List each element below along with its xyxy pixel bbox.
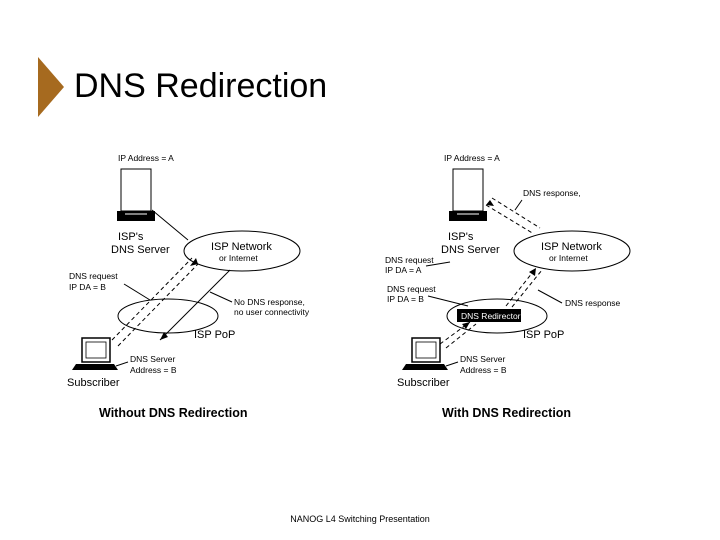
right-isp-network-ellipse	[513, 230, 631, 272]
right-response-arrowhead	[486, 200, 494, 206]
left-isp-network-ellipse	[183, 230, 301, 272]
left-dns-server-address-line1: DNS Server	[130, 354, 176, 364]
left-no-response-line2: no user connectivity	[234, 307, 310, 317]
right-dns-redirector-box	[457, 309, 521, 322]
right-dns-request-b-line2: IP DA = B	[387, 294, 424, 304]
right-address-leader	[445, 361, 459, 367]
right-ip-address-label: IP Address = A	[444, 153, 500, 163]
left-isp-pop-ellipse	[117, 298, 219, 334]
right-dns-server-address-line2: Address = B	[460, 365, 507, 375]
left-dns-request-line2: IP DA = B	[69, 282, 106, 292]
right-redirect-arrow-2	[511, 269, 543, 308]
right-panel-with-redirection: IP Address = A DNS response, ISP's DNS S…	[385, 153, 631, 420]
left-noresponse-leader	[209, 291, 233, 303]
right-request-a-leader	[425, 261, 451, 267]
right-dns-server-icon	[449, 168, 487, 221]
left-no-response-line1: No DNS response,	[234, 297, 305, 307]
left-pop-label: ISP PoP	[194, 329, 235, 341]
left-subscriber-label: Subscriber	[67, 377, 120, 389]
right-redirect-arrow-1	[505, 267, 537, 307]
right-redirect-arrowhead	[529, 268, 536, 276]
left-ip-address-label: IP Address = A	[118, 153, 174, 163]
left-caption: Without DNS Redirection	[99, 406, 248, 420]
left-server-network-link	[151, 209, 189, 241]
right-subscriber-computer-icon	[402, 337, 448, 370]
right-subscriber-arrowhead	[462, 322, 470, 329]
right-dns-request-b-line1: DNS request	[387, 284, 436, 294]
left-subscriber-computer-icon	[72, 337, 118, 370]
right-dns-response-top: DNS response,	[523, 188, 581, 198]
left-dns-server-icon	[117, 168, 155, 221]
title-bullet-marker	[38, 57, 64, 117]
right-response-arrow-2	[491, 197, 541, 229]
right-response-arrow-1	[485, 204, 535, 235]
slide-title: DNS Redirection	[74, 67, 328, 105]
right-request-b-leader	[427, 295, 469, 307]
right-caption: With DNS Redirection	[442, 406, 571, 420]
right-server-label-line1: ISP's	[448, 231, 474, 243]
right-dns-request-a-line1: DNS request	[385, 255, 434, 265]
right-dns-response-side: DNS response	[565, 298, 621, 308]
right-response-top-leader	[514, 199, 523, 211]
left-dns-server-address-line2: Address = B	[130, 365, 177, 375]
left-response-line	[159, 269, 231, 341]
right-subscriber-label: Subscriber	[397, 377, 450, 389]
slide-footer: NANOG L4 Switching Presentation	[290, 514, 430, 524]
left-request-arrow-2	[111, 257, 193, 341]
left-server-label-line1: ISP's	[118, 231, 144, 243]
right-dns-server-address-line1: DNS Server	[460, 354, 506, 364]
left-address-leader	[115, 361, 129, 367]
left-network-label-line2: or Internet	[219, 253, 258, 263]
left-request-arrow-1	[117, 263, 199, 347]
left-dns-request-line1: DNS request	[69, 271, 118, 281]
right-network-label-line2: or Internet	[549, 253, 588, 263]
left-panel-without-redirection: IP Address = A ISP's DNS Server ISP Netw…	[67, 153, 310, 420]
right-pop-label: ISP PoP	[523, 329, 564, 341]
right-response-side-leader	[537, 289, 563, 304]
right-dns-redirector-label: DNS Redirector	[461, 311, 521, 321]
left-request-arrowhead	[190, 258, 198, 266]
right-server-label-line2: DNS Server	[441, 244, 500, 256]
left-response-arrowhead	[160, 332, 168, 340]
right-network-label-line1: ISP Network	[541, 241, 602, 253]
left-server-label-line2: DNS Server	[111, 244, 170, 256]
right-dns-request-a-line2: IP DA = A	[385, 265, 422, 275]
left-request-leader	[123, 283, 151, 301]
left-network-label-line1: ISP Network	[211, 241, 272, 253]
